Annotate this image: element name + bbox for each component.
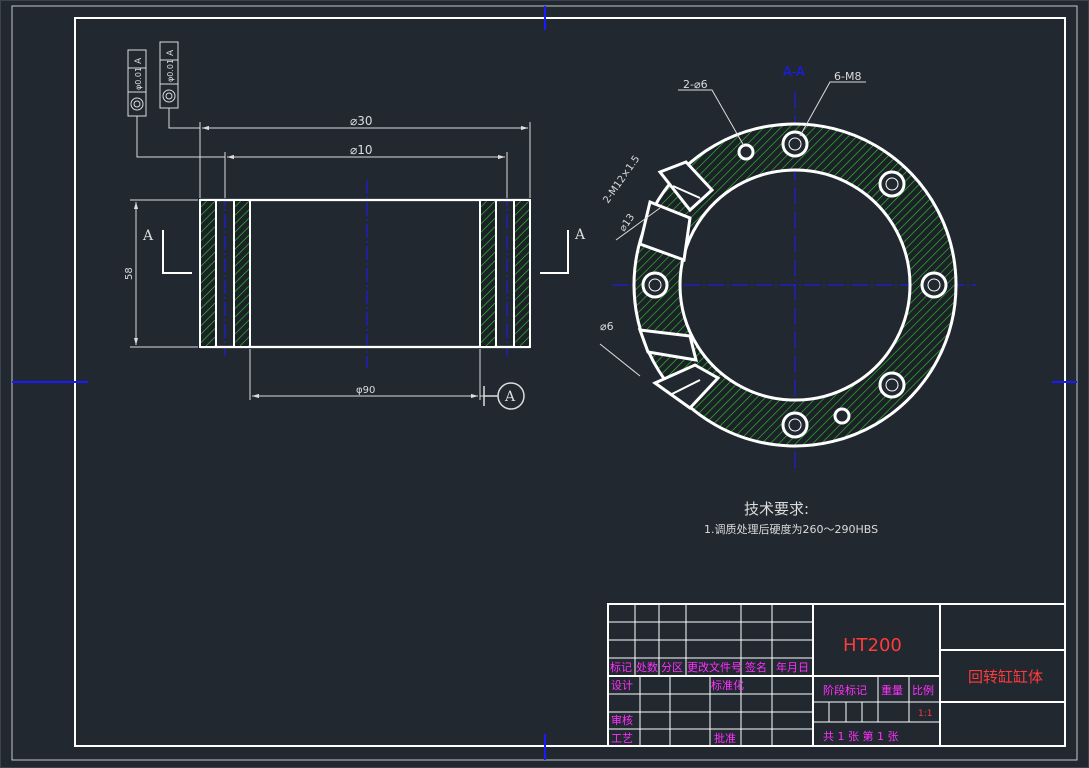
tolerance-1-value: φ0.01 bbox=[134, 67, 143, 90]
datum-label: A bbox=[504, 389, 516, 405]
label-thread-2: 2-M12×1.5 bbox=[601, 154, 642, 206]
header-doc: 更改文件号 bbox=[687, 660, 742, 674]
ring-body bbox=[632, 122, 958, 448]
standard-label: 标准化 bbox=[711, 678, 744, 692]
header-zone: 分区 bbox=[661, 661, 683, 674]
tech-requirements-heading: 技术要求: bbox=[744, 500, 809, 518]
scale-label: 比例 bbox=[912, 683, 934, 697]
dim-bottom-diameter: φ90 bbox=[356, 385, 375, 396]
header-date: 年月日 bbox=[776, 660, 809, 674]
section-marker-right: A bbox=[574, 227, 586, 243]
front-section-view: A A ⌀30 ⌀10 58 φ90 bbox=[124, 41, 586, 410]
tolerance-2-value: φ0.01 bbox=[166, 59, 175, 82]
material-label: HT200 bbox=[843, 635, 902, 656]
title-block bbox=[607, 603, 1066, 747]
dim-outer-diameter: ⌀30 bbox=[350, 114, 373, 128]
dim-height: 58 bbox=[124, 267, 135, 280]
section-title: A-A bbox=[783, 65, 805, 80]
label-dia13: ⌀13 bbox=[617, 212, 637, 234]
label-thread-6: 6-M8 bbox=[834, 70, 861, 83]
part-name: 回转缸缸体 bbox=[968, 668, 1043, 686]
tolerance-1-datum: A bbox=[134, 57, 144, 64]
label-dia6: ⌀6 bbox=[600, 320, 614, 333]
section-marker-left: A bbox=[142, 228, 154, 244]
header-count: 处数 bbox=[636, 661, 658, 674]
sheets-label: 共 1 张 第 1 张 bbox=[823, 729, 898, 743]
approve-label: 批准 bbox=[714, 731, 736, 745]
process-label: 工艺 bbox=[611, 732, 633, 745]
dim-inner-diameter: ⌀10 bbox=[350, 143, 373, 157]
tolerance-2-datum: A bbox=[166, 49, 176, 56]
ring-section-view: A-A 2-⌀6 6-M8 2-M12×1.5 ⌀13 ⌀6 bbox=[599, 65, 976, 472]
header-mark: 标记 bbox=[610, 660, 632, 674]
tech-requirement-1: 1.调质处理后硬度为260～290HBS bbox=[704, 522, 878, 536]
weight-label: 重量 bbox=[881, 683, 903, 697]
header-sign: 签名 bbox=[745, 660, 767, 674]
centering-marks bbox=[12, 6, 1077, 760]
scale-value: 1:1 bbox=[918, 709, 932, 719]
design-label: 设计 bbox=[611, 679, 633, 692]
review-label: 审核 bbox=[611, 713, 633, 727]
stage-mark-label: 阶段标记 bbox=[823, 683, 867, 697]
label-holes-2: 2-⌀6 bbox=[683, 78, 708, 91]
